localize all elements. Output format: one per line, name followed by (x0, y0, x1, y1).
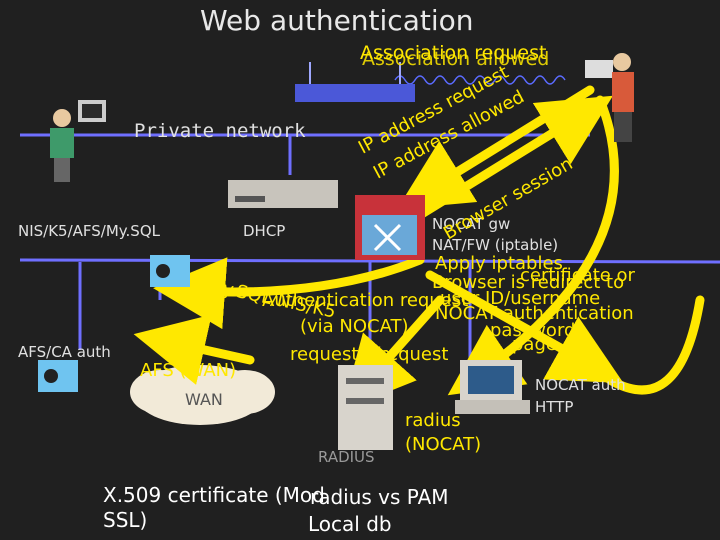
requests-for-label: requests for (290, 344, 399, 365)
afs-ca-workstation-icon (38, 360, 78, 392)
browser-redirect-label: Browser is redirect to (432, 272, 625, 293)
afs-ca-label: AFS/CA auth (18, 343, 111, 361)
laptop-user-icon (585, 53, 634, 142)
nis-label: NIS/K5/AFS/My.SQL (18, 222, 160, 240)
radius-label: radius (405, 410, 461, 431)
apply-iptables-label: Apply iptables (435, 253, 563, 274)
association-allowed-label: Association allowed (362, 48, 550, 70)
wan-label: WAN (185, 390, 223, 409)
nis-workstation-icon (150, 255, 190, 287)
nocat-http-label: HTTP (535, 398, 574, 416)
certificate-or-label: certificate or (520, 265, 635, 286)
dhcp-label: DHCP (243, 222, 286, 240)
x509-label: X.509 certificate (Mod (103, 483, 325, 507)
auth-request-label: Authentication request (262, 290, 469, 311)
nocat-auth-label: NOCAT auth (535, 376, 626, 394)
radius-nocat-label: (NOCAT) (405, 434, 482, 455)
user-id-label: user ID/username (440, 288, 601, 309)
nat-fw-label: NAT/FW (iptable) (432, 236, 559, 254)
firewall-icon (355, 195, 425, 260)
dhcp-server-icon (228, 180, 338, 208)
wireless-waves (394, 75, 566, 85)
radius-pam-label: radius vs PAM (310, 485, 449, 509)
page-label: page (512, 334, 557, 355)
nocat-gw-label: NOCAT gw (432, 215, 511, 233)
afs-wan-label: AFS (WAN) (140, 360, 237, 381)
ssl-label: SSL) (103, 508, 148, 532)
page-title: Web authentication (200, 4, 474, 37)
radius-server-label: RADIUS (318, 448, 375, 466)
nocat-auth-page-label: NOCAT authentication (435, 303, 634, 324)
local-db-label: Local db (308, 512, 392, 536)
request-label: request (380, 344, 449, 365)
router-icon (295, 62, 415, 102)
association-request-label: Association request (360, 42, 547, 64)
via-nocat-label: (via NOCAT) (300, 316, 409, 337)
nocat-auth-server-icon (455, 360, 530, 414)
private-network-label: Private network (134, 120, 306, 142)
flow-arrows (133, 85, 705, 411)
password-label: password (490, 320, 576, 341)
radius-server-icon (338, 365, 393, 450)
admin-person-icon (50, 100, 106, 182)
